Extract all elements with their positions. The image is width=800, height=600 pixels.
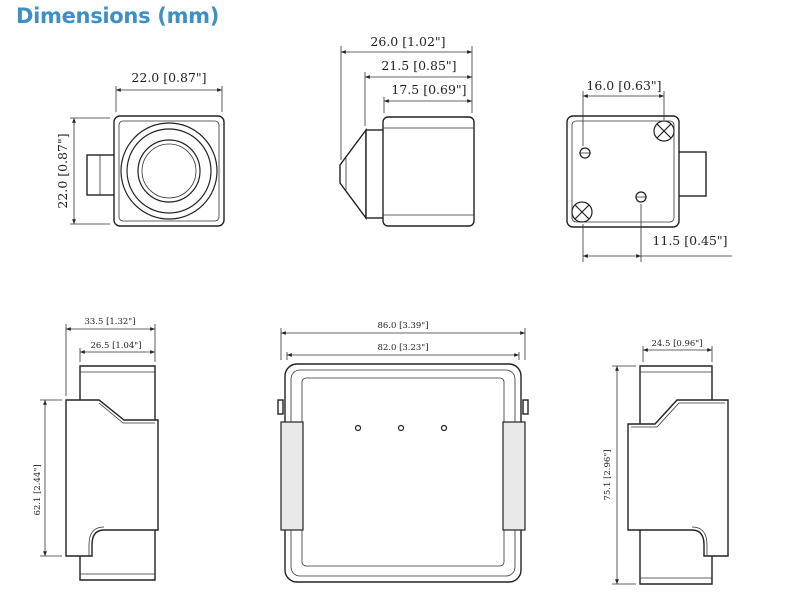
bracket-right-view — [612, 346, 729, 585]
bracket-side-view — [40, 324, 159, 581]
front-height-label: 22.0 [0.87"] — [55, 133, 70, 208]
front-view — [70, 86, 225, 227]
bracket-front-total-label: 86.0 [3.39"] — [377, 321, 428, 331]
front-width-label: 22.0 [0.87"] — [131, 70, 206, 85]
bracket-front-inner-label: 82.0 [3.23"] — [377, 343, 428, 353]
side-body-label: 17.5 [0.69"] — [391, 82, 466, 97]
bracket-right-height-label: 75.1 [2.96"] — [603, 449, 613, 500]
bracket-side-inner-label: 26.5 [1.04"] — [90, 341, 141, 351]
bracket-front-view — [277, 328, 529, 583]
side-total-label: 26.0 [1.02"] — [370, 34, 445, 49]
bracket-side-total-label: 33.5 [1.32"] — [84, 317, 135, 327]
rear-view — [566, 91, 732, 262]
rear-width-label: 16.0 [0.63"] — [586, 78, 661, 93]
page-title: Dimensions (mm) — [16, 4, 220, 28]
bracket-right-width-label: 24.5 [0.96"] — [651, 339, 702, 349]
side-view — [339, 46, 475, 227]
bracket-side-height-label: 62.1 [2.44"] — [33, 464, 43, 515]
rear-height-label: 11.5 [0.45"] — [652, 233, 727, 248]
side-mid-label: 21.5 [0.85"] — [381, 58, 456, 73]
